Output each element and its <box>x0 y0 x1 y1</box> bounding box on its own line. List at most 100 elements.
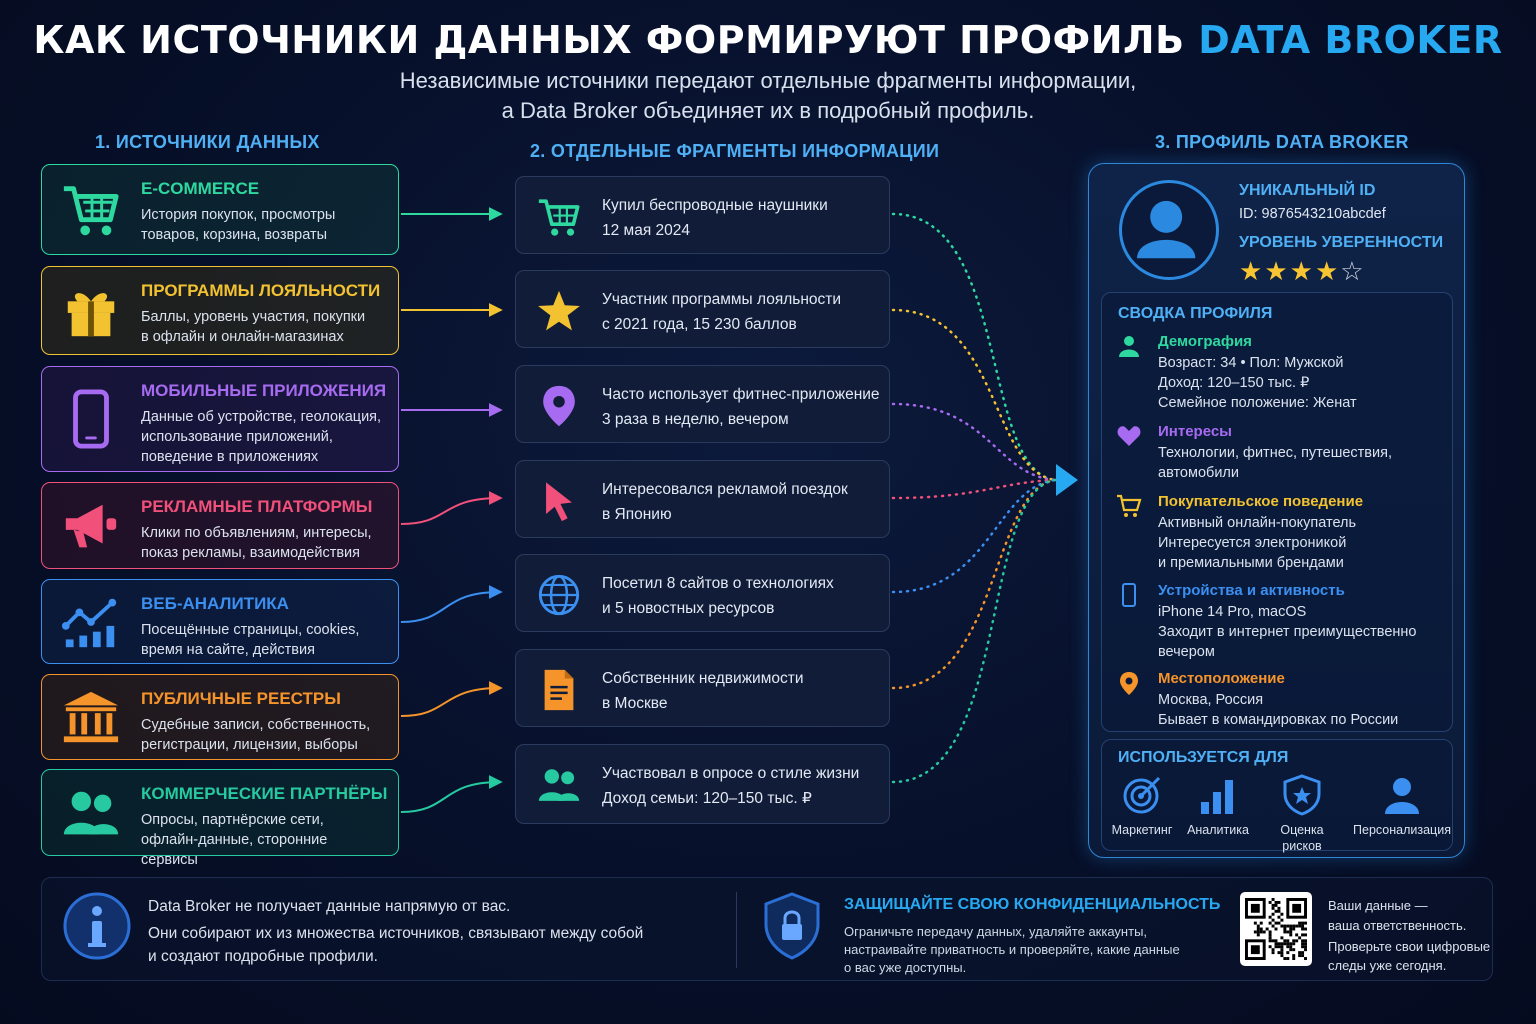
section-line: Доход: 120–150 тыс. ₽ <box>1158 375 1310 391</box>
confidence-label: УРОВЕНЬ УВЕРЕННОСТИ <box>1239 234 1444 251</box>
fragment-line: в Москве <box>602 695 668 712</box>
dotted-link-4 <box>891 478 1057 500</box>
info-icon <box>63 892 131 960</box>
source-desc-line: Опросы, партнёрские сети, <box>141 812 324 828</box>
dotted-link-1 <box>891 212 1057 482</box>
cart-icon <box>63 185 119 235</box>
fragment-line: с 2021 года, 15 230 баллов <box>602 316 797 333</box>
section-devices: Устройства и активность iPhone 14 Pro, m… <box>1116 582 1446 662</box>
fragment-card: Купил беспроводные наушники 12 мая 2024 <box>515 176 890 254</box>
subtitle-line-2: а Data Broker объединяет их в подробный … <box>501 98 1035 123</box>
section-line: автомобили <box>1158 465 1239 481</box>
section-shopping: Покупательское поведение Активный онлайн… <box>1116 493 1446 573</box>
use-label: рисков <box>1282 839 1322 853</box>
qr-text-line: следы уже сегодня. <box>1328 958 1447 973</box>
dotted-link-2 <box>891 308 1057 482</box>
star-filled-icon: ★ <box>1314 256 1341 286</box>
section-line: Интересуется электроникой <box>1158 535 1347 551</box>
section-name: Местоположение <box>1158 670 1285 687</box>
column-heading-profile: 3. ПРОФИЛЬ DATA BROKER <box>1155 132 1409 152</box>
cart-icon <box>538 199 580 236</box>
source-description: Данные об устройстве, геолокация,использ… <box>141 407 388 467</box>
phone-icon <box>1122 583 1136 607</box>
source-desc-line: Клики по объявлениям, интересы, <box>141 525 372 541</box>
building-icon <box>63 691 119 743</box>
globe-icon <box>538 574 580 616</box>
fragment-line: Собственник недвижимости <box>602 670 804 687</box>
source-card-commercial-partners: КОММЕРЧЕСКИЕ ПАРТНЁРЫ Опросы, партнёрски… <box>41 769 399 868</box>
section-line: Возраст: 34 • Пол: Мужской <box>1158 355 1344 371</box>
source-card-public-registries: ПУБЛИЧНЫЕ РЕЕСТРЫ Судебные записи, собст… <box>41 674 399 760</box>
use-personalization: Персонализация <box>1352 774 1452 838</box>
section-line: и премиальными брендами <box>1158 555 1344 571</box>
profile-id-label: УНИКАЛЬНЫЙ ID <box>1239 182 1376 199</box>
use-analytics: Аналитика <box>1178 774 1258 838</box>
fragment-line: в Японию <box>602 506 672 523</box>
title-accent: DATA BROKER <box>1198 18 1503 62</box>
section-name: Устройства и активность <box>1158 582 1345 599</box>
uses-panel: ИСПОЛЬЗУЕТСЯ ДЛЯ Маркетинг Аналитика Оце… <box>1101 739 1453 853</box>
fragment-card: Участник программы лояльности с 2021 года… <box>515 270 890 348</box>
source-card-mobile: МОБИЛЬНЫЕ ПРИЛОЖЕНИЯ Данные об устройств… <box>41 366 399 472</box>
source-name: ВЕБ-АНАЛИТИКА <box>141 594 289 613</box>
section-name: Интересы <box>1158 423 1232 440</box>
source-desc-line: Баллы, уровень участия, покупки <box>141 309 366 325</box>
lock-shield-icon <box>764 892 820 960</box>
fragment-card: Посетил 8 сайтов о технологиях и 5 новост… <box>515 554 890 632</box>
fragment-line: Посетил 8 сайтов о технологиях <box>602 575 834 592</box>
section-name: Демография <box>1158 333 1252 350</box>
qr-code[interactable] <box>1240 892 1312 966</box>
qr-text-line: ваша ответственность. <box>1328 918 1467 933</box>
section-line: Москва, Россия <box>1158 692 1264 708</box>
partners-icon <box>63 791 119 834</box>
footer-info-line: Data Broker не получает данные напрямую … <box>148 898 511 915</box>
cursor-icon <box>546 482 572 522</box>
star-filled-icon: ★ <box>1239 256 1265 286</box>
source-card-loyalty: ПРОГРАММЫ ЛОЯЛЬНОСТИ Баллы, уровень учас… <box>41 266 399 355</box>
profile-id-value: ID: 9876543210abcdef <box>1239 206 1386 222</box>
source-desc-line: поведение в приложениях <box>141 449 319 465</box>
user-icon <box>1385 778 1419 814</box>
fragment-line: 12 мая 2024 <box>602 222 691 239</box>
dotted-link-5 <box>891 478 1057 594</box>
fragment-line: Участвовал в опросе о стиле жизни <box>602 765 860 782</box>
section-name: Покупательское поведение <box>1158 493 1364 510</box>
qr-text-line: Ваши данные — <box>1328 898 1428 913</box>
fragment-line: и 5 новостных ресурсов <box>602 600 775 617</box>
phone-icon <box>73 389 109 449</box>
source-desc-line: показ рекламы, взаимодействия <box>141 545 361 561</box>
gift-icon <box>67 292 115 336</box>
fragment-line: Участник программы лояльности <box>602 291 842 308</box>
section-interests: Интересы Технологии, фитнес, путешествия… <box>1116 423 1446 483</box>
target-icon <box>1123 776 1161 814</box>
use-label: Оценка <box>1280 823 1324 837</box>
megaphone-icon <box>65 504 117 547</box>
document-icon <box>544 669 574 711</box>
fragment-line: Купил беспроводные наушники <box>602 197 828 214</box>
dotted-link-6 <box>891 478 1057 690</box>
person-icon <box>1119 336 1139 357</box>
arrow-partners <box>400 775 503 813</box>
arrow-analytics <box>400 585 503 623</box>
footer-info-line: и создают подробные профили. <box>148 948 378 965</box>
heart-icon <box>1117 426 1141 446</box>
source-desc-line: История покупок, просмотры <box>141 207 336 223</box>
source-desc-line: Данные об устройстве, геолокация, <box>141 409 382 425</box>
source-name: ПУБЛИЧНЫЕ РЕЕСТРЫ <box>141 689 341 708</box>
title-main: КАК ИСТОЧНИКИ ДАННЫХ ФОРМИРУЮТ ПРОФИЛЬ <box>33 18 1185 62</box>
source-card-web-analytics: ВЕБ-АНАЛИТИКА Посещённые страницы, cooki… <box>41 579 399 664</box>
privacy-line: Ограничьте передачу данных, удаляйте акк… <box>844 924 1148 939</box>
merge-arrow-icon <box>1056 464 1078 496</box>
fragment-card: Собственник недвижимости в Москве <box>515 649 890 727</box>
arrow-registries <box>400 681 503 717</box>
fragment-line: Часто использует фитнес-приложение <box>602 386 880 403</box>
section-line: Активный онлайн-покупатель <box>1158 515 1357 531</box>
source-name: МОБИЛЬНЫЕ ПРИЛОЖЕНИЯ <box>141 381 387 400</box>
use-label: Аналитика <box>1187 823 1249 837</box>
cart-icon <box>1117 494 1142 517</box>
profile-panel: УНИКАЛЬНЫЙ ID ID: 9876543210abcdef УРОВЕ… <box>1088 163 1465 858</box>
source-desc-line: Судебные записи, собственность, <box>141 717 371 733</box>
analytics-icon <box>61 598 117 647</box>
source-card-ads: РЕКЛАМНЫЕ ПЛАТФОРМЫ Клики по объявлениям… <box>41 482 399 569</box>
